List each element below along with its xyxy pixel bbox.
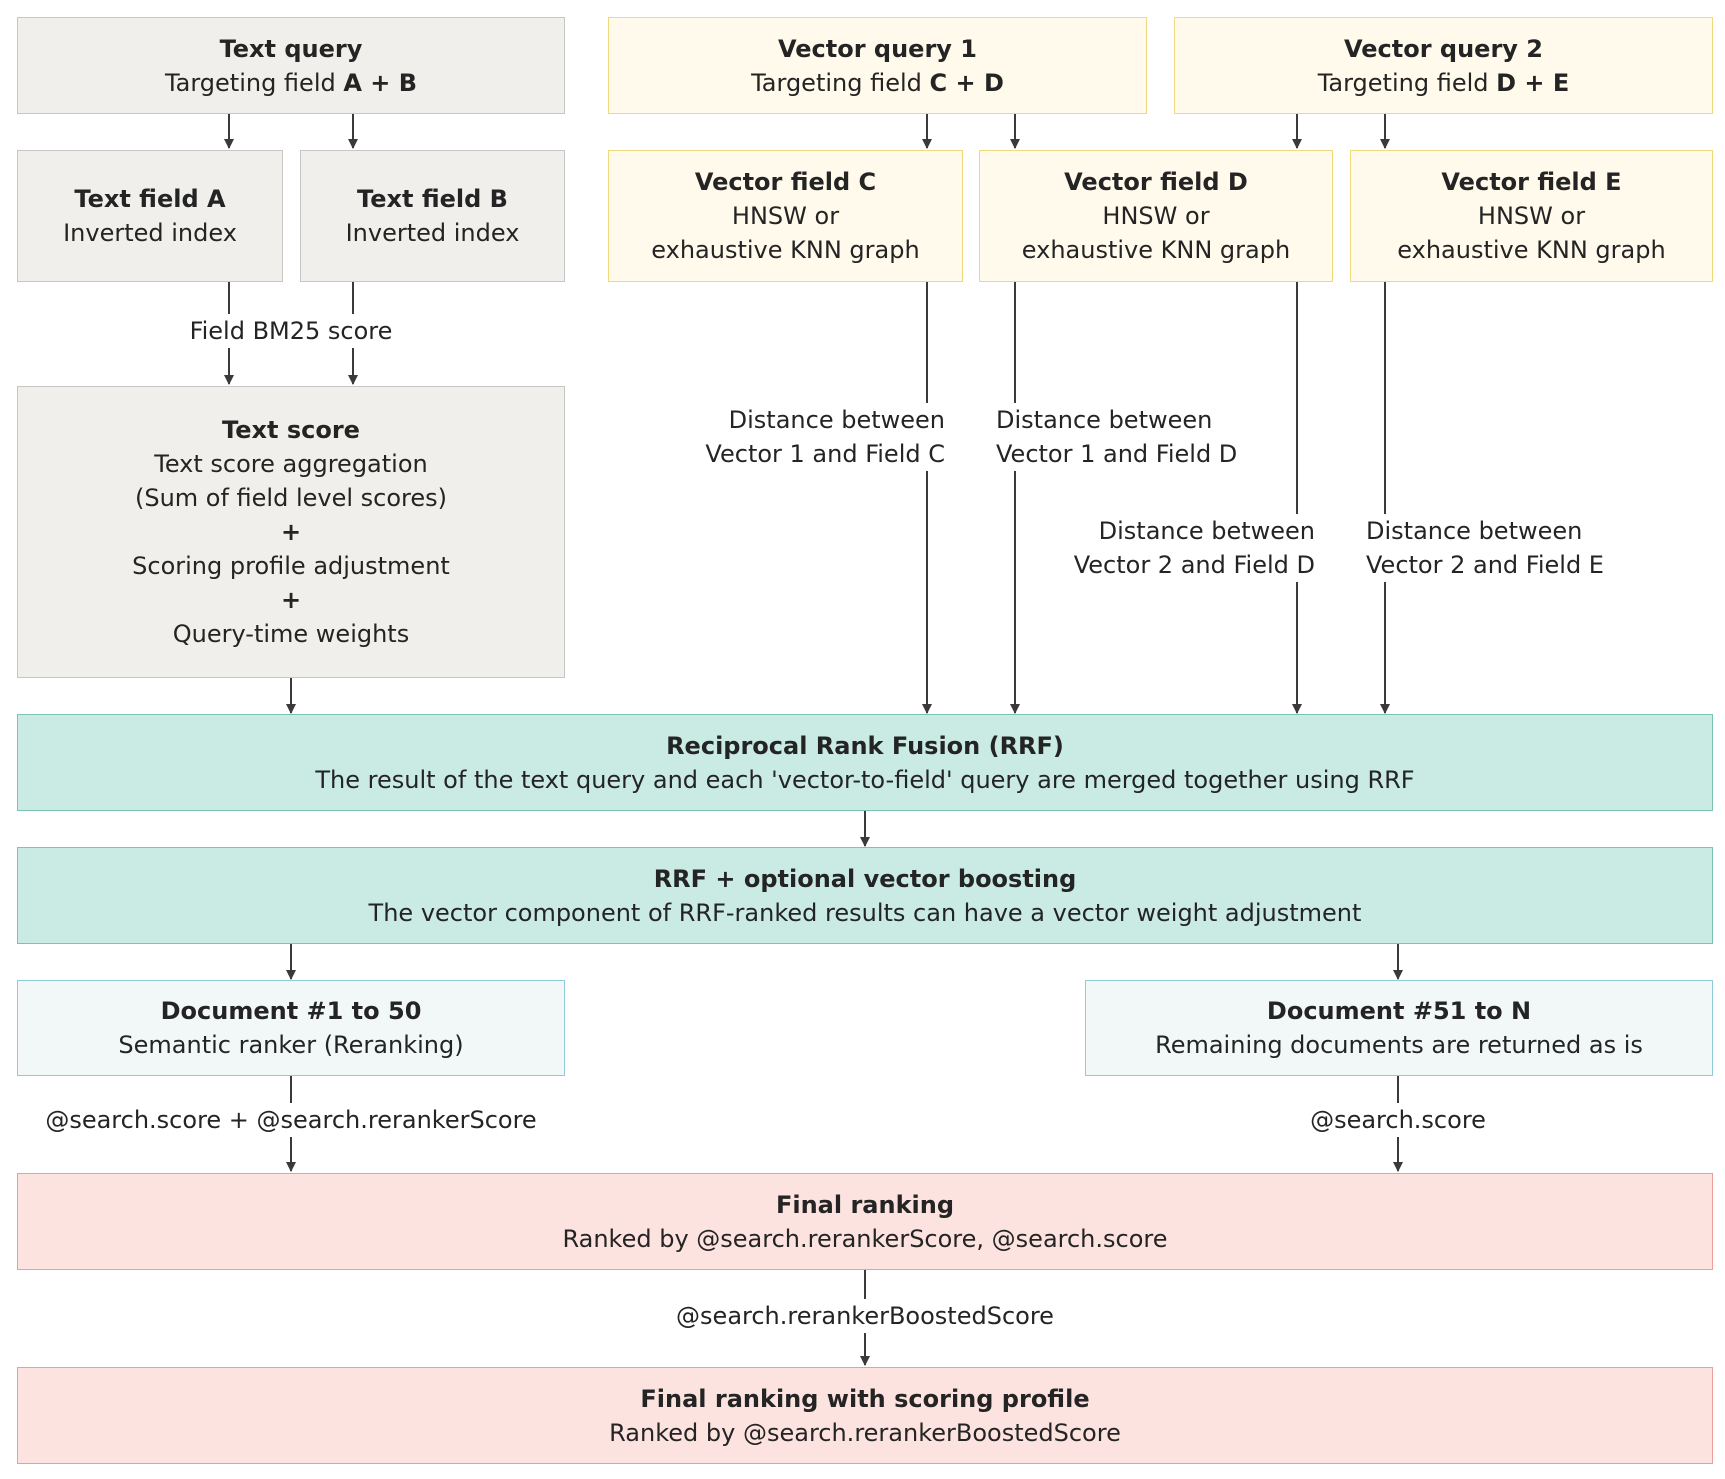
text-score-line-3: Scoring profile adjustment	[132, 552, 450, 580]
text-score-line-2: (Sum of field level scores)	[134, 484, 448, 512]
text-score-plus-2: +	[280, 586, 302, 614]
vector-field-c-box: Vector field C HNSW or exhaustive KNN gr…	[608, 150, 963, 282]
text-field-a-title: Text field A	[74, 185, 226, 213]
vector-field-e-line1: HNSW or	[1477, 202, 1586, 230]
text-score-plus-1: +	[280, 518, 302, 546]
vector-field-e-title: Vector field E	[1441, 168, 1622, 196]
text-field-b-box: Text field B Inverted index	[300, 150, 565, 282]
text-field-a-subtitle: Inverted index	[63, 219, 237, 247]
doc-1-50-title: Document #1 to 50	[160, 997, 422, 1025]
score-rerank-label: @search.score + @search.rerankerScore	[31, 1103, 551, 1137]
score-only-label: @search.score	[1298, 1103, 1498, 1137]
text-score-title: Text score	[222, 416, 360, 444]
rrf-boost-subtitle: The vector component of RRF-ranked resul…	[368, 898, 1362, 927]
text-score-line-4: Query-time weights	[172, 620, 410, 648]
boosted-score-label: @search.rerankerBoostedScore	[665, 1299, 1065, 1333]
distance-2e-label: Distance between Vector 2 and Field E	[1366, 514, 1631, 582]
final-profile-title: Final ranking with scoring profile	[640, 1384, 1090, 1413]
text-field-b-subtitle: Inverted index	[345, 219, 520, 247]
rrf-boost-box: RRF + optional vector boosting The vecto…	[17, 847, 1713, 944]
vector-query-1-target: Targeting field C + D	[751, 68, 1004, 97]
rrf-box: Reciprocal Rank Fusion (RRF) The result …	[17, 714, 1713, 811]
vector-field-e-box: Vector field E HNSW or exhaustive KNN gr…	[1350, 150, 1713, 282]
vector-query-1-title: Vector query 1	[778, 34, 977, 63]
vector-query-2-title: Vector query 2	[1344, 34, 1543, 63]
rrf-boost-title: RRF + optional vector boosting	[653, 864, 1077, 893]
doc-1-50-box: Document #1 to 50 Semantic ranker (Reran…	[17, 980, 565, 1076]
vector-query-2-box: Vector query 2 Targeting field D + E	[1174, 17, 1713, 114]
final-profile-box: Final ranking with scoring profile Ranke…	[17, 1367, 1713, 1464]
bm25-score-label: Field BM25 score	[175, 314, 407, 348]
doc-1-50-subtitle: Semantic ranker (Reranking)	[118, 1031, 464, 1059]
text-score-box: Text score Text score aggregation (Sum o…	[17, 386, 565, 678]
final-ranking-box: Final ranking Ranked by @search.reranker…	[17, 1173, 1713, 1270]
vector-query-2-target: Targeting field D + E	[1317, 68, 1570, 97]
doc-51-n-box: Document #51 to N Remaining documents ar…	[1085, 980, 1713, 1076]
vector-field-e-line2: exhaustive KNN graph	[1397, 236, 1666, 264]
text-score-line-1: Text score aggregation	[154, 450, 428, 478]
final-ranking-title: Final ranking	[775, 1190, 955, 1219]
doc-51-n-title: Document #51 to N	[1266, 997, 1532, 1025]
text-query-title: Text query	[219, 34, 363, 63]
vector-field-d-line1: HNSW or	[1102, 202, 1210, 230]
rrf-title: Reciprocal Rank Fusion (RRF)	[666, 731, 1064, 760]
rrf-subtitle: The result of the text query and each 'v…	[315, 765, 1415, 794]
vector-field-d-line2: exhaustive KNN graph	[1021, 236, 1291, 264]
distance-1d-label: Distance between Vector 1 and Field D	[996, 403, 1261, 471]
text-query-box: Text query Targeting field A + B	[17, 17, 565, 114]
vector-query-1-box: Vector query 1 Targeting field C + D	[608, 17, 1147, 114]
vector-field-c-line1: HNSW or	[731, 202, 840, 230]
vector-field-c-line2: exhaustive KNN graph	[651, 236, 920, 264]
vector-field-c-title: Vector field C	[694, 168, 877, 196]
distance-1c-label: Distance between Vector 1 and Field C	[680, 403, 945, 471]
final-profile-subtitle: Ranked by @search.rerankerBoostedScore	[609, 1418, 1121, 1447]
text-field-a-box: Text field A Inverted index	[17, 150, 283, 282]
text-field-b-title: Text field B	[357, 185, 508, 213]
doc-51-n-subtitle: Remaining documents are returned as is	[1155, 1031, 1643, 1059]
vector-field-d-title: Vector field D	[1064, 168, 1248, 196]
text-query-target: Targeting field A + B	[164, 68, 418, 97]
vector-field-d-box: Vector field D HNSW or exhaustive KNN gr…	[979, 150, 1333, 282]
distance-2d-label: Distance between Vector 2 and Field D	[1050, 514, 1315, 582]
final-ranking-subtitle: Ranked by @search.rerankerScore, @search…	[562, 1224, 1168, 1253]
